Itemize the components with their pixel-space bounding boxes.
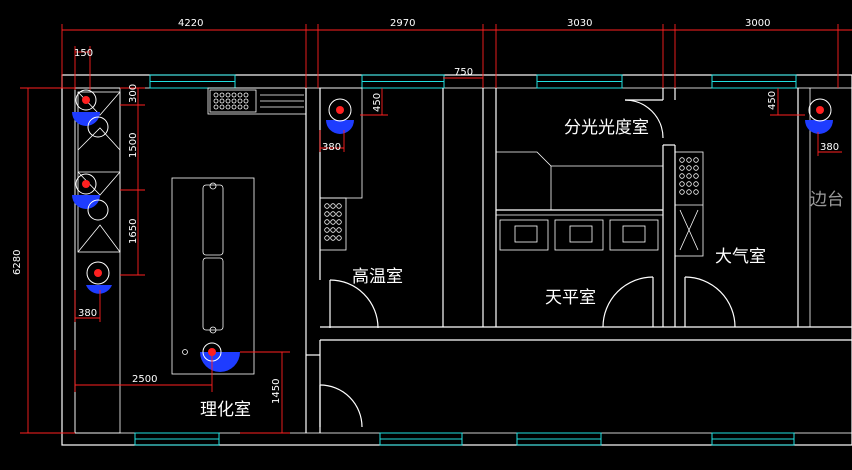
sink-icon bbox=[86, 261, 112, 294]
dim-2500: 2500 bbox=[132, 374, 157, 385]
doors bbox=[319, 99, 736, 428]
room-label-spectro: 分光光度室 bbox=[564, 118, 649, 138]
dimension-labels: 4220 2970 3030 3000 6280 150 300 1500 16… bbox=[12, 18, 839, 404]
sink-symbols bbox=[72, 89, 833, 372]
furniture bbox=[74, 87, 704, 434]
sink-icon bbox=[72, 89, 109, 138]
room-label-balance: 天平室 bbox=[545, 288, 596, 308]
dim-380-high-temp: 380 bbox=[322, 142, 341, 153]
sink-icon bbox=[200, 342, 240, 372]
dim-top-span-4: 3000 bbox=[745, 18, 770, 29]
dim-1500: 1500 bbox=[128, 133, 139, 158]
dim-top-span-1: 4220 bbox=[178, 18, 203, 29]
dim-380-right: 380 bbox=[820, 142, 839, 153]
dimension-lines bbox=[20, 24, 852, 434]
room-label-side-bench: 边台 bbox=[810, 190, 844, 210]
dim-left-total: 6280 bbox=[12, 250, 23, 275]
dim-450-high-temp: 450 bbox=[372, 93, 383, 112]
dim-300: 300 bbox=[128, 84, 139, 103]
dim-450-right: 450 bbox=[767, 91, 778, 110]
room-label-physchem: 理化室 bbox=[200, 400, 251, 420]
windows bbox=[134, 74, 797, 446]
sink-icon bbox=[72, 173, 109, 221]
dim-1450: 1450 bbox=[271, 379, 282, 404]
dim-1650: 1650 bbox=[128, 219, 139, 244]
dim-top-span-3: 3030 bbox=[567, 18, 592, 29]
room-label-atmosphere: 大气室 bbox=[715, 247, 766, 267]
dim-380-left: 380 bbox=[78, 308, 97, 319]
room-labels: 理化室 高温室 分光光度室 天平室 大气室 边台 bbox=[200, 118, 844, 420]
interior-walls bbox=[305, 88, 852, 433]
room-label-high-temp: 高温室 bbox=[352, 267, 403, 287]
dim-750: 750 bbox=[454, 67, 473, 78]
sink-icon bbox=[805, 98, 833, 134]
dim-150: 150 bbox=[74, 48, 93, 59]
dim-top-span-2: 2970 bbox=[390, 18, 415, 29]
sink-icon bbox=[326, 98, 354, 134]
